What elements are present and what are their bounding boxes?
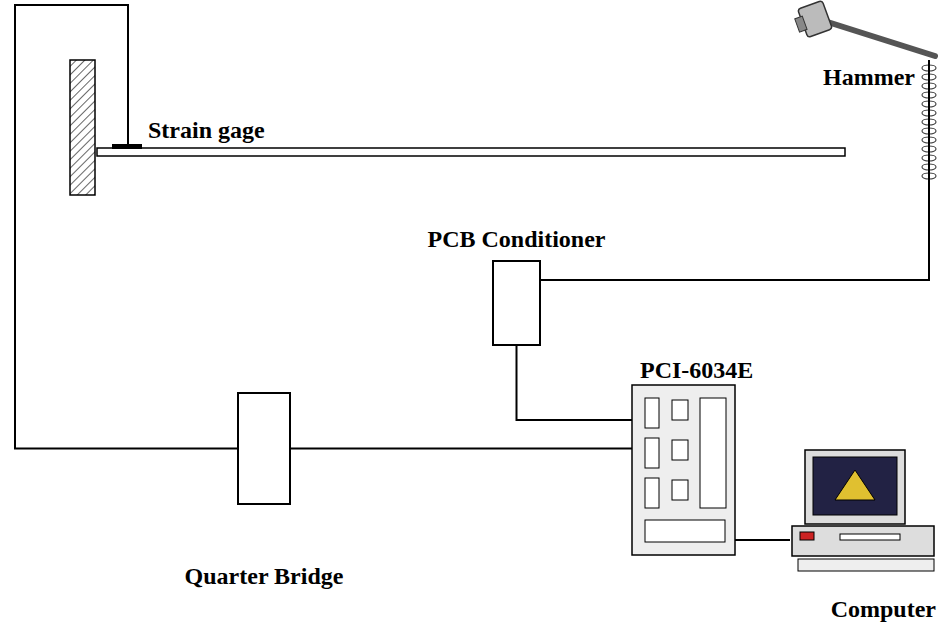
board-slot [645,438,659,468]
monitor [805,450,905,524]
computer-drawing [792,450,934,571]
board-connector [645,520,725,542]
keyboard [798,559,934,571]
monitor-screen [813,457,897,515]
screen-icon [835,470,875,500]
signal-wire [291,448,632,450]
impact-hammer: Hammer [795,0,937,60]
board-outline [632,385,735,555]
board-slot [645,398,659,428]
part-label: Quarter Bridge [185,563,344,589]
signal-conditioner: PCB Conditioner [492,260,541,346]
part-label: Strain gage [148,117,265,143]
part-label: PCB Conditioner [427,226,605,252]
board-chip [672,400,688,420]
board-chip [672,480,688,500]
hammer-drawing [795,0,935,56]
board-terminal-strip [700,398,726,508]
cantilever-beam [97,148,845,156]
signal-wire [735,539,790,541]
wall-support [70,60,95,195]
drive-bay [840,534,900,540]
part-label: Hammer [823,64,915,90]
hammer-handle [815,18,935,56]
part-label: Computer [831,596,936,622]
part-label: PCI-6034E [640,357,753,383]
signal-wire [15,5,237,449]
computer: Computer [790,450,936,572]
drive-light [800,532,814,540]
daq-board-drawing [632,385,735,555]
hammer-tip [795,16,807,32]
quarter-bridge-box: Quarter Bridge [237,392,291,505]
strain-gage: Strain gage [112,144,142,149]
board-chip [672,440,688,460]
board-slot [645,478,659,508]
daq-board: PCI-6034E [632,385,735,555]
computer-case [792,526,934,556]
signal-wire [517,346,633,420]
